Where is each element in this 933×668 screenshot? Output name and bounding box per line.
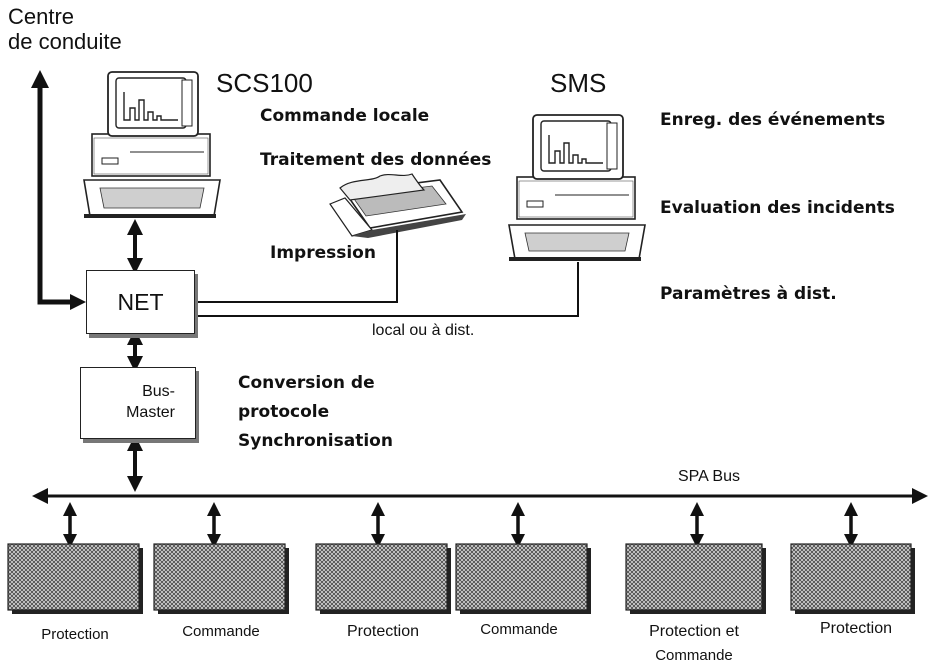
- conversion-line1: Conversion de: [238, 373, 375, 393]
- commande-locale-label: Commande locale: [260, 106, 430, 126]
- impression-label: Impression: [270, 243, 376, 263]
- traitement-label: Traitement des données: [260, 150, 492, 170]
- device-label: Commande: [480, 621, 558, 638]
- device-block-commande-2: [455, 543, 591, 614]
- device-label: Commande: [182, 623, 260, 640]
- device-block-protection-3: [790, 543, 915, 614]
- busmaster-label-line2: Master: [126, 404, 175, 421]
- network-wires: [197, 230, 579, 317]
- centre-link-arrow: [31, 70, 86, 310]
- parametres-label: Paramètres à dist.: [660, 284, 837, 304]
- centre-label-line2: de conduite: [8, 29, 122, 54]
- device-label-line2: Commande: [655, 647, 733, 664]
- centre-label-line1: Centre: [8, 4, 75, 29]
- conversion-line2: protocole: [238, 402, 330, 422]
- device-block-protection-2: [315, 543, 451, 614]
- printer-icon: [329, 173, 466, 238]
- device-label: Protection: [41, 626, 109, 643]
- link-label: local ou à dist.: [372, 322, 475, 339]
- device-block-protection-1: [7, 543, 143, 614]
- net-box: NET: [86, 270, 195, 334]
- device-label: Protection et Commande: [624, 620, 764, 668]
- scs100-label: SCS100: [216, 68, 313, 98]
- spa-bus-label: SPA Bus: [678, 468, 740, 485]
- device-label-line1: Protection et: [649, 623, 739, 640]
- enreg-label: Enreg. des événements: [660, 110, 886, 130]
- device-label: Protection: [819, 620, 893, 637]
- net-label: NET: [117, 288, 164, 315]
- conversion-line3: Synchronisation: [238, 431, 393, 451]
- spa-bus-line: [32, 488, 928, 504]
- scs100-computer-icon: [83, 71, 221, 218]
- device-block-protection-commande: [625, 543, 766, 614]
- busmaster-box: Bus- Master: [80, 367, 196, 439]
- sms-label: SMS: [550, 68, 607, 98]
- device-block-commande-1: [153, 543, 289, 614]
- conversion-label: Conversion de protocole Synchronisation: [238, 369, 393, 456]
- centre-de-conduite-label: Centre de conduite: [8, 4, 122, 54]
- busmaster-label-line1: Bus-: [142, 383, 175, 400]
- device-label: Protection: [346, 623, 420, 640]
- sms-computer-icon: [508, 114, 646, 261]
- evaluation-label: Evaluation des incidents: [660, 198, 895, 218]
